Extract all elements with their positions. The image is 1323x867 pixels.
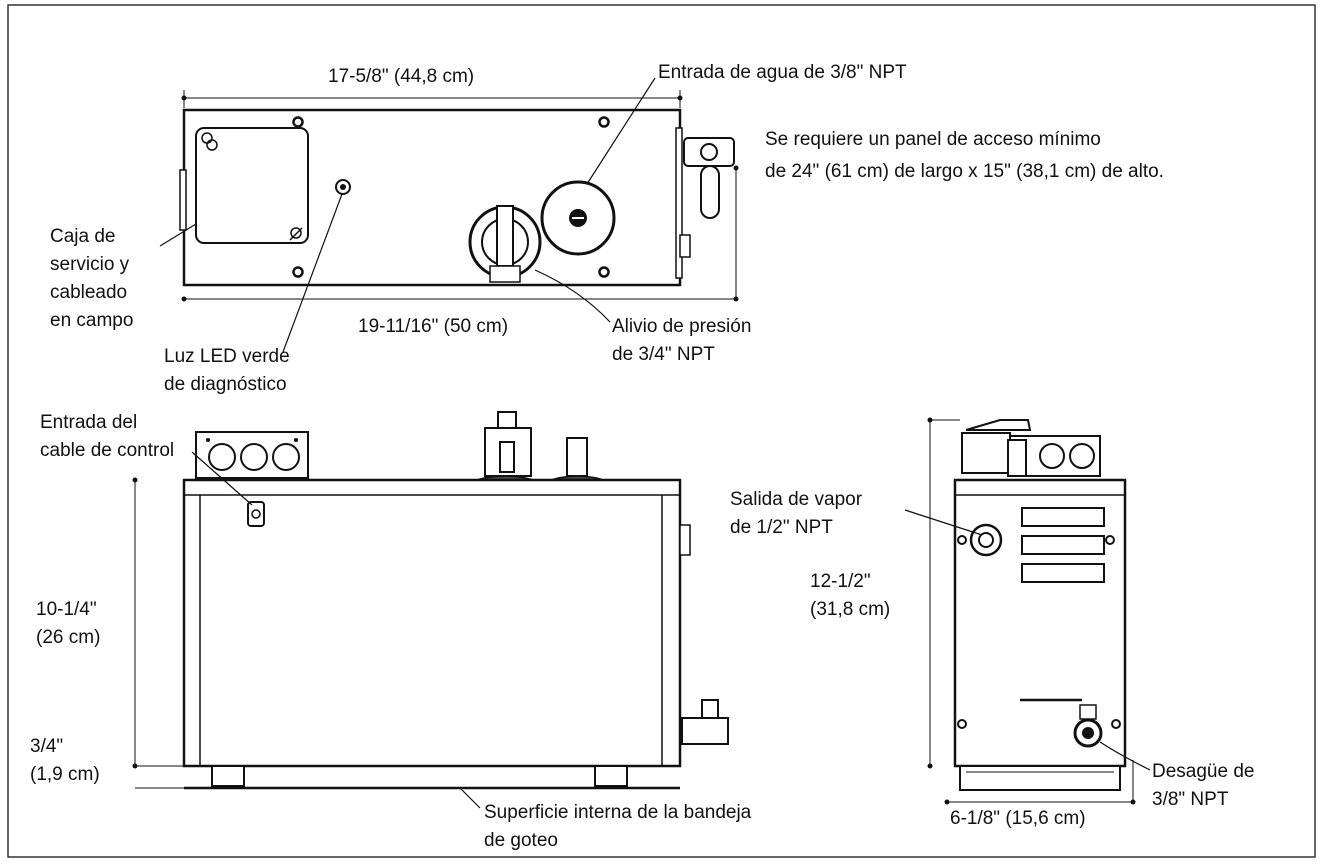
side-width-dimension: 6-1/8" (15,6 cm) [950, 808, 1086, 829]
pressure-relief-label-1: Alivio de presión [612, 316, 751, 337]
steam-outlet-label-2: de 1/2" NPT [730, 517, 833, 538]
front-view [132, 411, 729, 809]
side-height-dimension-2: (31,8 cm) [810, 599, 890, 620]
service-box-label-4: en campo [50, 310, 133, 331]
front-view-housing [182, 478, 682, 768]
service-box-label-2: servicio y [50, 254, 130, 275]
diagram-frame [7, 4, 1316, 858]
led-label-1: Luz LED verde [164, 346, 290, 367]
top-view [159, 77, 739, 353]
service-box-label-3: cableado [50, 282, 127, 303]
service-box-outline [195, 127, 309, 244]
side-view [904, 417, 1151, 805]
foot-dimension-1: 3/4" [30, 736, 63, 757]
drip-tray-label-1: Superficie interna de la bandeja [484, 802, 752, 823]
top-length-dimension: 19-11/16" (50 cm) [358, 316, 508, 337]
led-label-2: de diagnóstico [164, 374, 287, 395]
drain-label-1: Desagüe de [1152, 761, 1254, 782]
top-width-dimension: 17-5/8" (44,8 cm) [328, 66, 474, 87]
steam-outlet-label-1: Salida de vapor [730, 489, 863, 510]
height-dimension-1: 10-1/4" [36, 599, 97, 620]
foot-dimension-2: (1,9 cm) [30, 764, 100, 785]
service-box-label-1: Caja de [50, 226, 116, 247]
access-panel-note-line1: Se requiere un panel de acceso mínimo [765, 129, 1101, 150]
drip-tray-label-2: de goteo [484, 830, 558, 851]
control-cable-label-2: cable de control [40, 440, 174, 461]
water-inlet-label: Entrada de agua de 3/8" NPT [658, 62, 907, 83]
side-height-dimension-1: 12-1/2" [810, 571, 871, 592]
height-dimension-2: (26 cm) [36, 627, 100, 648]
drain-label-2: 3/8" NPT [1152, 789, 1229, 810]
access-panel-note-line2: de 24" (61 cm) de largo x 15" (38,1 cm) … [765, 161, 1164, 182]
control-cable-label-1: Entrada del [40, 412, 137, 433]
pressure-relief-label-2: de 3/4" NPT [612, 344, 715, 365]
